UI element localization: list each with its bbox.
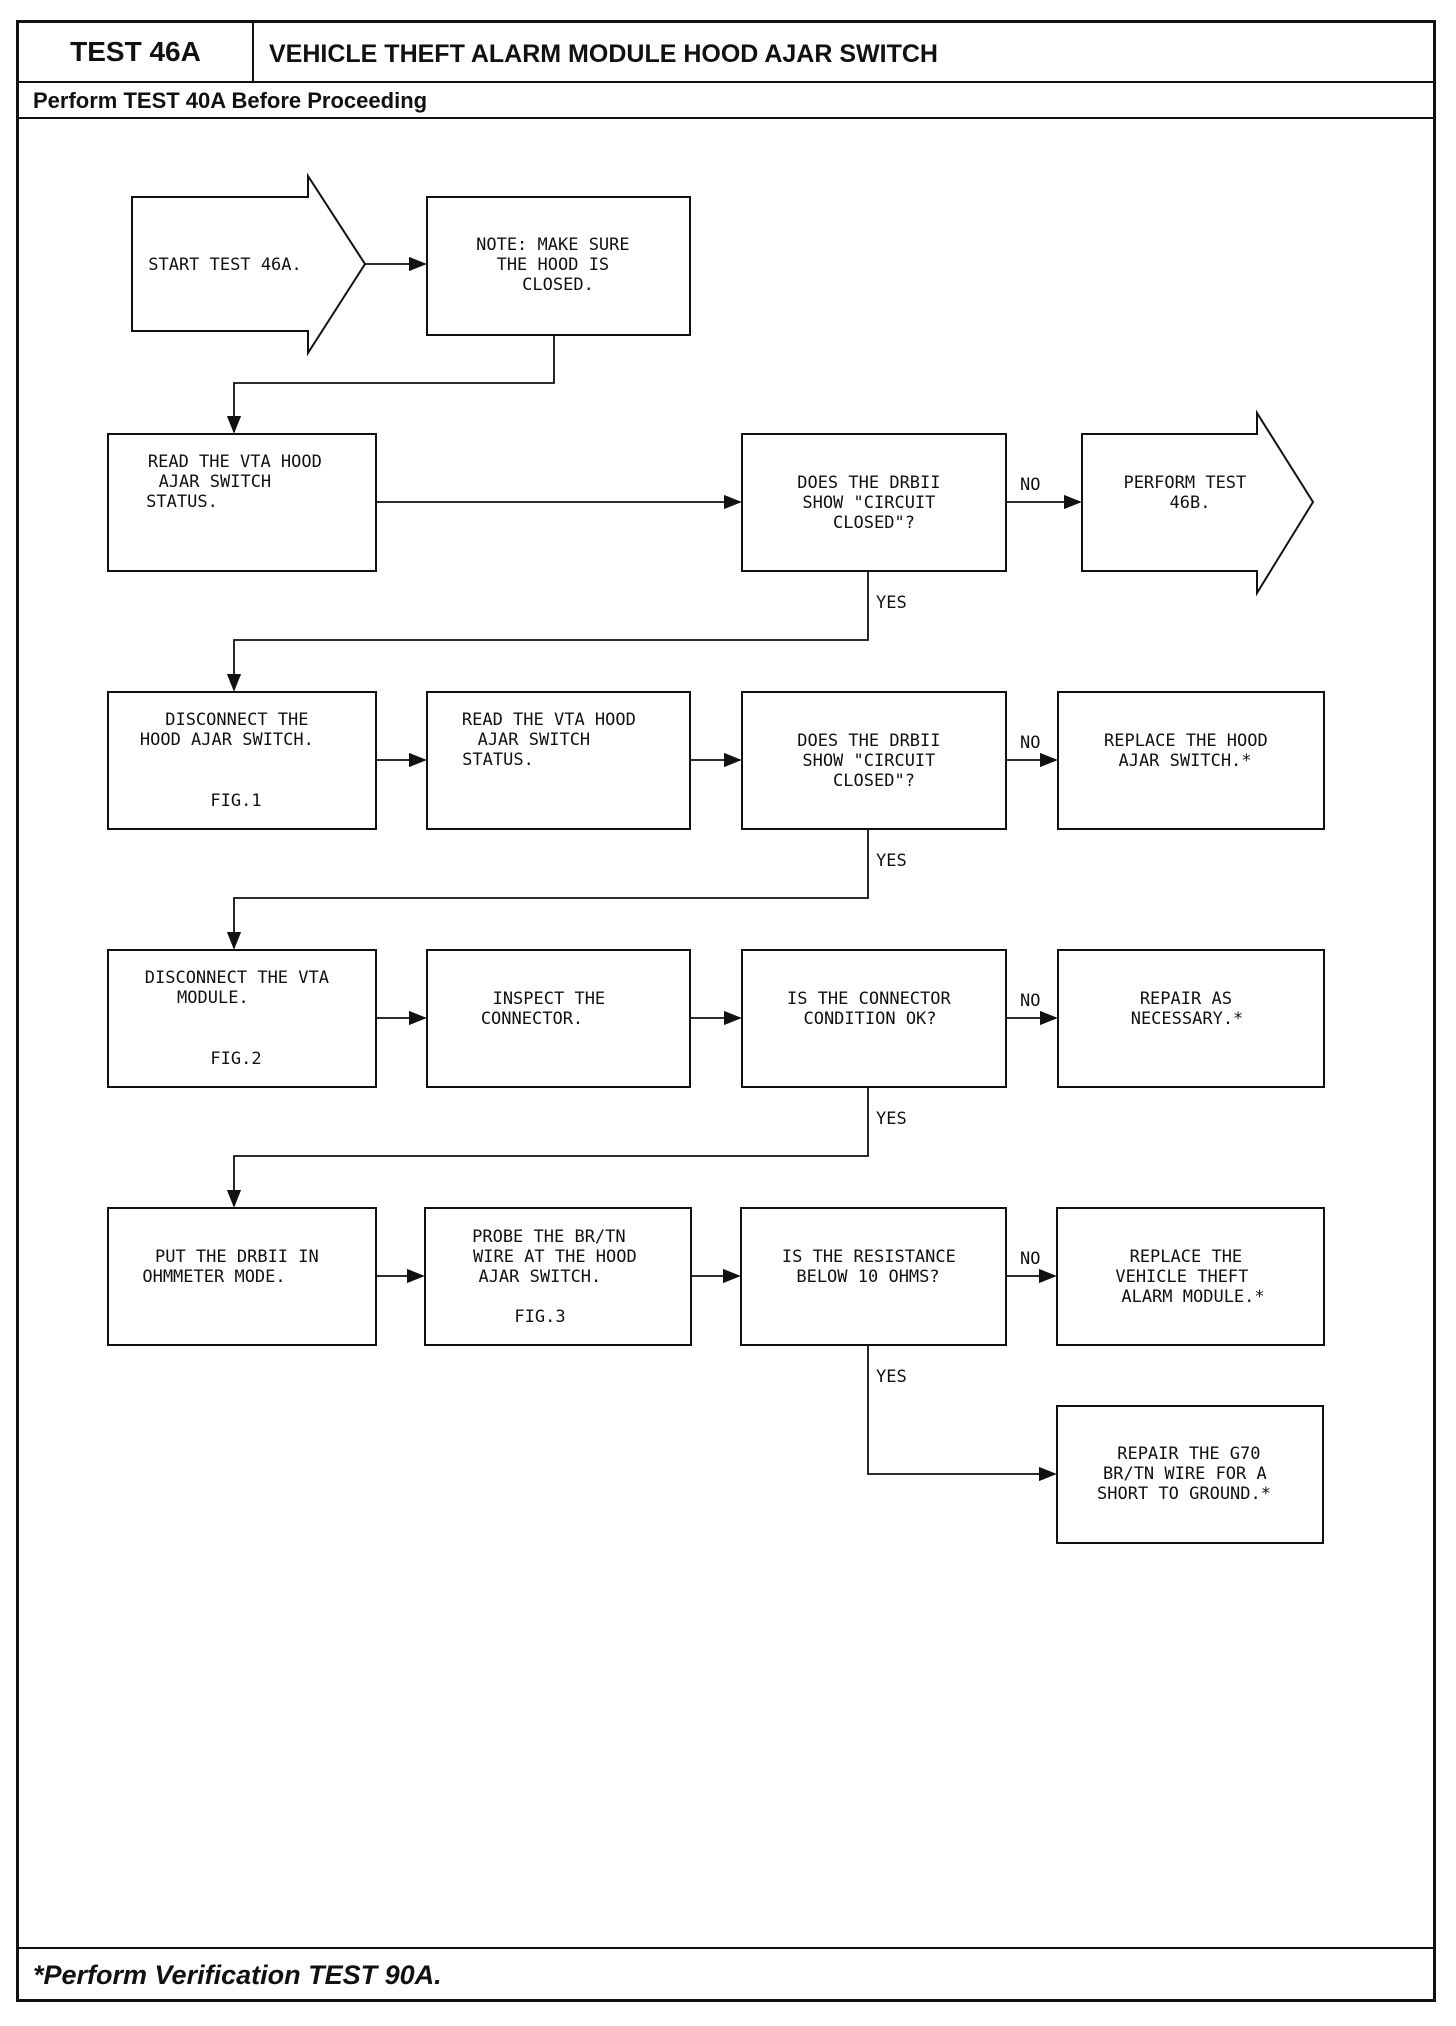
replace-module-box bbox=[1056, 1207, 1325, 1346]
no-label-2: NO bbox=[1020, 733, 1040, 753]
connector-question-2-yes bbox=[226, 829, 869, 950]
verification-note: *Perform Verification TEST 90A. bbox=[33, 1960, 442, 1990]
connector-note-to-read bbox=[226, 335, 555, 434]
inspect-connector-text: INSPECT THE CONNECTOR. bbox=[481, 989, 616, 1029]
no-label-4: NO bbox=[1020, 1249, 1040, 1269]
repair-wire-text: REPAIR THE G70 BR/TN WIRE FOR A SHORT TO… bbox=[1097, 1444, 1277, 1504]
prerequisite-row: Perform TEST 40A Before Proceeding bbox=[19, 83, 1433, 119]
disconnect-module-text: DISCONNECT THE VTA MODULE. FIG.2 bbox=[145, 968, 339, 1069]
test-procedure-sheet: TEST 46A VEHICLE THEFT ALARM MODULE HOOD… bbox=[16, 20, 1436, 2002]
no-label-1: NO bbox=[1020, 475, 1040, 495]
prerequisite-text: Perform TEST 40A Before Proceeding bbox=[33, 88, 428, 113]
connector-resistance-yes bbox=[867, 1345, 1057, 1482]
yes-label-3: YES bbox=[876, 1109, 907, 1129]
resistance-question-text: IS THE RESISTANCE BELOW 10 OHMS? bbox=[782, 1247, 966, 1287]
yes-label-1: YES bbox=[876, 593, 907, 613]
start-arrow-shape bbox=[131, 172, 367, 357]
footer-row: *Perform Verification TEST 90A. bbox=[19, 1947, 1433, 1999]
connector-connector-question-yes bbox=[226, 1087, 869, 1208]
repair-wire-box bbox=[1056, 1405, 1324, 1544]
perform-46b-text: PERFORM TEST 46B. bbox=[1123, 473, 1256, 513]
yes-label-4: YES bbox=[876, 1367, 907, 1387]
replace-switch-text: REPLACE THE HOOD AJAR SWITCH.* bbox=[1104, 731, 1278, 771]
no-label-3: NO bbox=[1020, 991, 1040, 1011]
header-row: TEST 46A VEHICLE THEFT ALARM MODULE HOOD… bbox=[19, 23, 1433, 83]
note-hood-closed-text: NOTE: MAKE SURE THE HOOD IS CLOSED. bbox=[476, 235, 640, 295]
disconnect-switch-text: DISCONNECT THE HOOD AJAR SWITCH. FIG.1 bbox=[140, 710, 324, 811]
start-label: START TEST 46A. bbox=[148, 255, 302, 275]
page-title: VEHICLE THEFT ALARM MODULE HOOD AJAR SWI… bbox=[269, 40, 938, 68]
perform-46b-arrow-shape bbox=[1081, 409, 1315, 597]
yes-label-2: YES bbox=[876, 851, 907, 871]
circuit-closed-question-text-1: DOES THE DRBII SHOW "CIRCUIT CLOSED"? bbox=[797, 473, 951, 533]
read-status-text-1: READ THE VTA HOOD AJAR SWITCH STATUS. bbox=[146, 452, 332, 512]
ohmmeter-text: PUT THE DRBII IN OHMMETER MODE. bbox=[142, 1247, 329, 1287]
repair-necessary-box bbox=[1057, 949, 1325, 1088]
connector-question-text: IS THE CONNECTOR CONDITION OK? bbox=[787, 989, 961, 1029]
read-status-text-2: READ THE VTA HOOD AJAR SWITCH STATUS. bbox=[462, 710, 646, 770]
connector-question-1-yes bbox=[226, 571, 869, 692]
replace-module-text: REPLACE THE VEHICLE THEFT ALARM MODULE.* bbox=[1115, 1247, 1264, 1307]
replace-switch-box bbox=[1057, 691, 1325, 830]
note-hood-closed-box bbox=[426, 196, 691, 336]
probe-wire-text: PROBE THE BR/TN WIRE AT THE HOOD AJAR SW… bbox=[472, 1227, 647, 1327]
circuit-closed-question-text-2: DOES THE DRBII SHOW "CIRCUIT CLOSED"? bbox=[797, 731, 951, 791]
repair-necessary-text: REPAIR AS NECESSARY.* bbox=[1131, 989, 1244, 1029]
test-id: TEST 46A bbox=[19, 23, 254, 81]
